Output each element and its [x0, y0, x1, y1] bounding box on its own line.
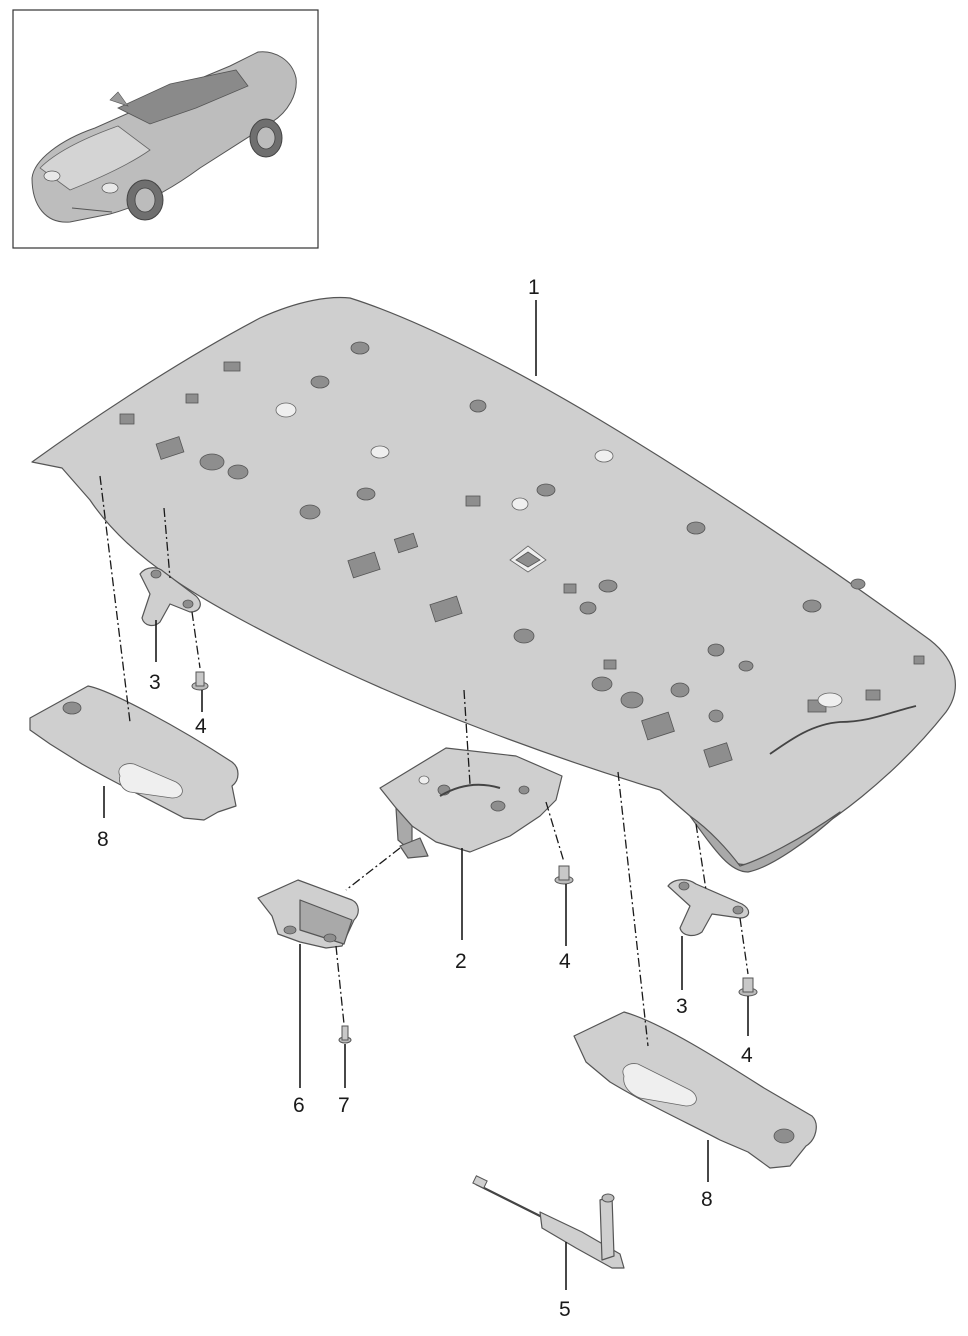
- callout-6: 6: [293, 1094, 305, 1117]
- callout-leaders: [103, 300, 749, 1290]
- mounting-plate-part-8-right: [573, 1011, 817, 1169]
- mounting-plate-part-8-left: [29, 685, 239, 821]
- bolt-part-7: [338, 1025, 352, 1044]
- bolt-part-4-left: [191, 671, 209, 691]
- release-cable-part-5: [472, 1175, 625, 1269]
- callout-1: 1: [528, 276, 540, 299]
- callout-7: 7: [338, 1094, 350, 1117]
- bracket-part-3-right: [667, 879, 750, 937]
- callout-8-right: 8: [701, 1188, 713, 1211]
- bracket-part-3-left: [139, 567, 201, 627]
- callout-5: 5: [559, 1298, 571, 1321]
- callout-8-left: 8: [97, 828, 109, 851]
- vehicle-thumbnail-inset: [12, 9, 319, 249]
- assembly-guide-lines: [99, 475, 749, 1047]
- callout-4-left: 4: [195, 715, 207, 738]
- callout-numbers: 1 2 3 4 8 4 3 4 8 5 6 7: [97, 276, 753, 1321]
- bolt-part-4-center: [554, 865, 574, 885]
- roof-panel-openings: [119, 341, 925, 768]
- callout-4-center: 4: [559, 950, 571, 973]
- roof-panel-part-1: [31, 296, 956, 873]
- callout-3-right: 3: [676, 995, 688, 1018]
- striker-part-6: [257, 879, 359, 949]
- callout-3-left: 3: [149, 671, 161, 694]
- bolt-part-4-right: [738, 977, 758, 997]
- callout-2: 2: [455, 950, 467, 973]
- callout-4-right: 4: [741, 1044, 753, 1067]
- convertible-car-illustration: [31, 51, 297, 223]
- latch-part-2: [379, 747, 563, 859]
